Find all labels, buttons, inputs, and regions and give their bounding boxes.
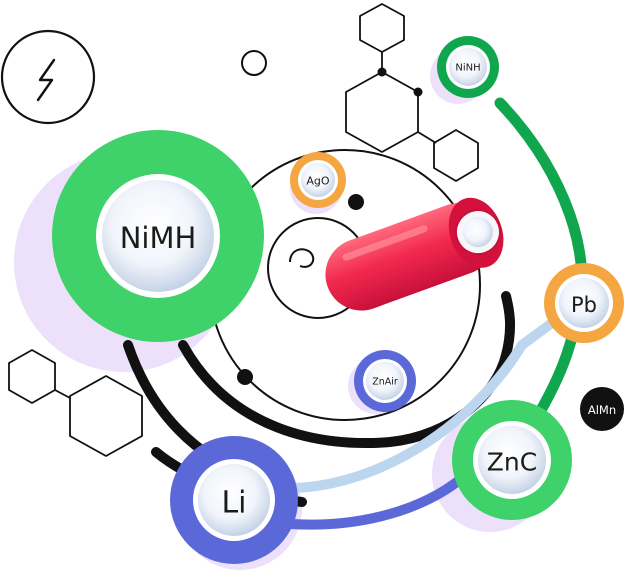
- ago-node: AgO: [290, 152, 346, 208]
- li-label: Li: [221, 486, 246, 521]
- battery-cylinder-icon: [325, 197, 504, 311]
- small-outline-circle: [241, 50, 267, 76]
- li-node: Li: [170, 436, 298, 564]
- ninh-small-node: NiNH: [437, 36, 499, 98]
- orbit-dot: [348, 194, 364, 210]
- lightning-bolt-icon: [0, 29, 96, 125]
- light-blue-arc: [273, 315, 561, 494]
- almn-node: AlMn: [580, 387, 624, 431]
- orbit-dot: [237, 369, 253, 385]
- nimh-large-label: NiMH: [120, 221, 197, 255]
- blue-arc: [265, 473, 467, 530]
- ninh-label: NiNH: [455, 63, 480, 74]
- znc-node: ZnC: [452, 400, 572, 520]
- nimh-large-node: NiMH: [52, 130, 264, 342]
- znair-node: ZnAir: [354, 350, 416, 412]
- pb-node: Pb: [544, 263, 624, 343]
- pb-label: Pb: [571, 293, 597, 317]
- molecule-icon: [345, 3, 479, 182]
- znc-label: ZnC: [487, 448, 537, 477]
- ago-label: AgO: [306, 175, 330, 188]
- znair-label: ZnAir: [372, 377, 398, 388]
- molecule-icon-left: [8, 349, 143, 457]
- almn-label: AlMn: [588, 403, 616, 417]
